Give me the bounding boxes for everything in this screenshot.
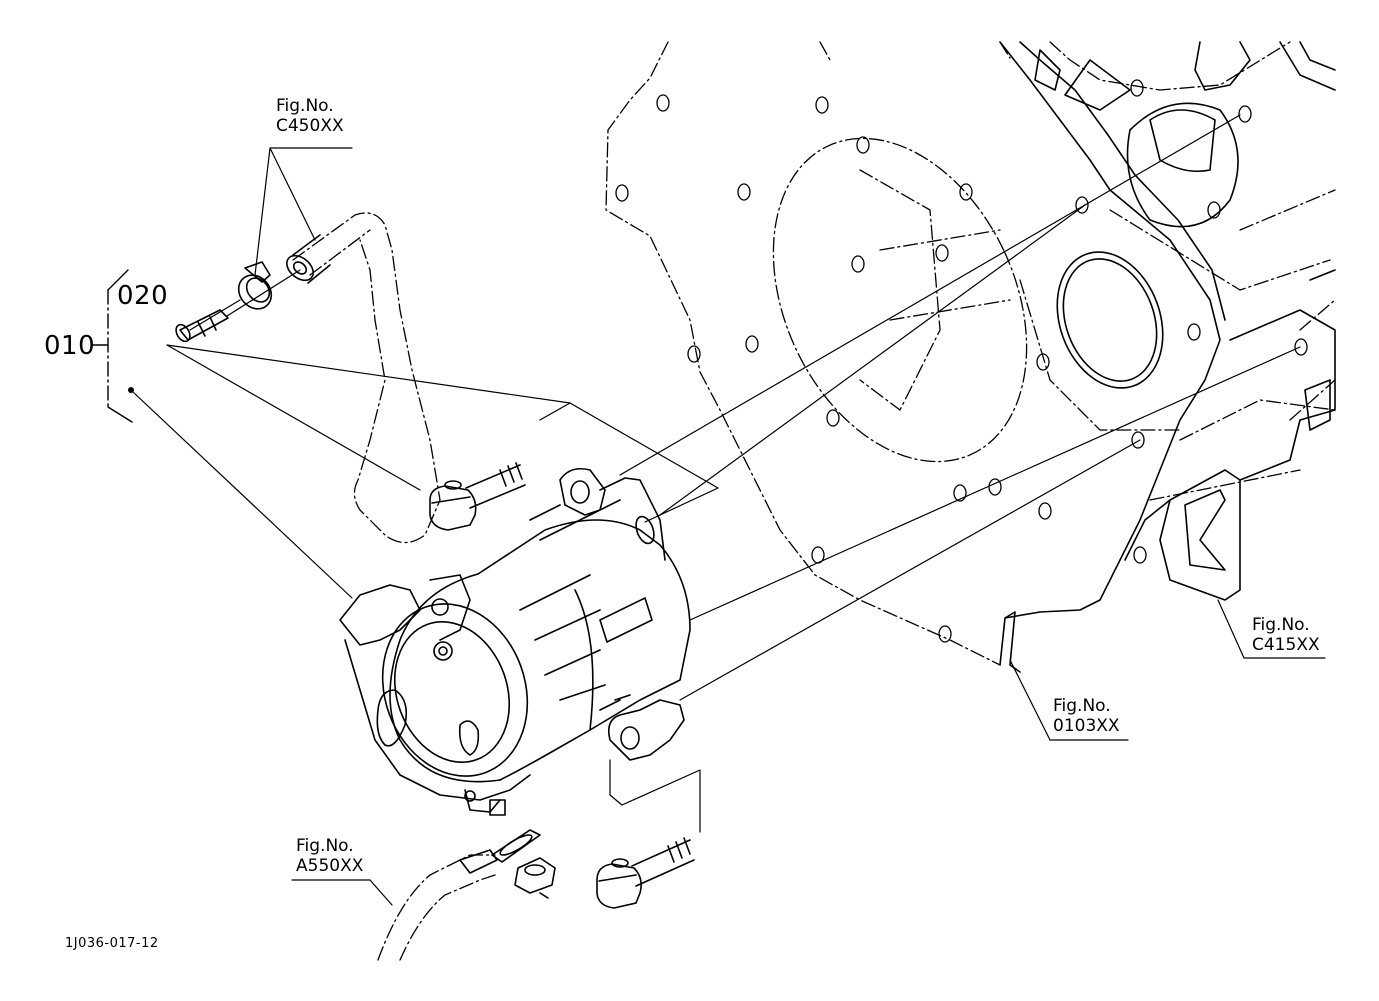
fig-ref-code: 0103XX (1053, 716, 1120, 736)
plate-outline (999, 41, 1336, 673)
drawing-code: 1J036-017-12 (65, 936, 159, 951)
fig-ref-label: Fig.No. (1252, 615, 1310, 635)
fig-ref-code: A550XX (296, 856, 364, 876)
fig-ref-label: Fig.No. (1053, 696, 1111, 716)
upper-bolt (429, 462, 526, 531)
plate-holes (615, 79, 1308, 643)
hose-upper (292, 212, 441, 544)
fig-ref-c415xx: Fig.No. C415XX (1252, 617, 1320, 657)
callout-010: 010 (44, 331, 96, 361)
nut-washer (489, 799, 556, 899)
bullet-dot (128, 387, 134, 393)
callout-020: 020 (117, 281, 169, 311)
fig-ref-a550xx: Fig.No. A550XX (296, 838, 363, 878)
gear-case-plate (605, 41, 1336, 666)
fig-leaders (254, 147, 1326, 906)
fig-ref-c450xx: Fig.No. C450XX (276, 98, 344, 138)
fig-ref-label: Fig.No. (276, 96, 334, 116)
fig-ref-0103xx: Fig.No. 0103XX (1053, 698, 1120, 738)
fig-ref-code: C415XX (1252, 635, 1320, 655)
group-bracket (91, 269, 133, 423)
starter-motor (339, 467, 691, 813)
fitting-020 (175, 309, 229, 343)
lower-bolt (596, 837, 695, 909)
hose-lower-solid (459, 849, 498, 874)
hose-solid (286, 234, 331, 284)
reference-lines (132, 114, 1301, 833)
hose-lower (377, 854, 496, 961)
fig-ref-code: C450XX (276, 116, 344, 136)
fig-ref-label: Fig.No. (296, 836, 354, 856)
